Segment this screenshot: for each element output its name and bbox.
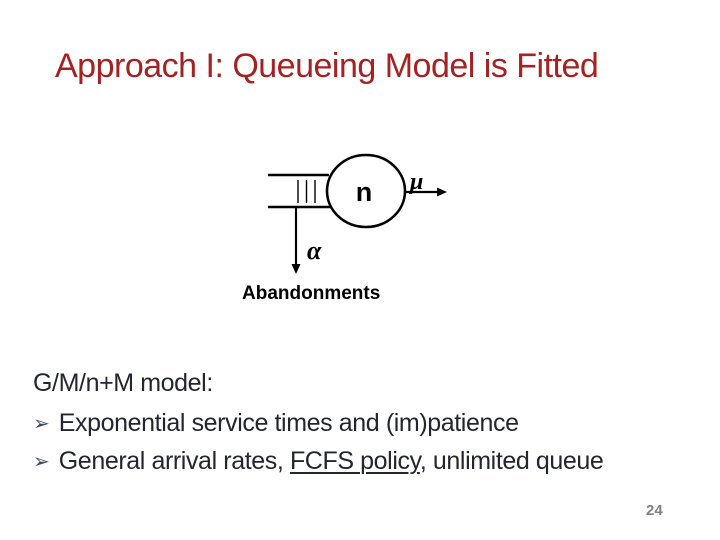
bullet-1-pre: Exponential service times and (im)patien… (58, 409, 519, 437)
model-heading: G/M/n+M model: (33, 369, 213, 397)
arrow-bullet-icon: ➢ (33, 451, 50, 473)
page-number: 24 (646, 502, 663, 519)
queueing-model-diagram: n μ α (268, 153, 447, 274)
service-rate-arrowhead-icon (437, 187, 447, 197)
bullet-item-2: ➢ General arrival rates, FCFS policy, un… (33, 447, 604, 476)
bullet-text-2: General arrival rates, FCFS policy, unli… (59, 447, 604, 476)
bullet-2-underlined: FCFS policy (289, 447, 420, 475)
mu-symbol: μ (408, 169, 423, 195)
bullet-2-post: , unlimited queue (419, 447, 604, 475)
bullet-2-pre: General arrival rates, (58, 447, 290, 475)
arrow-bullet-icon: ➢ (33, 413, 50, 435)
bullet-text-1: Exponential service times and (im)patien… (59, 409, 519, 438)
server-count-label: n (356, 177, 373, 207)
abandonments-label: Abandonments (242, 283, 381, 304)
alpha-symbol: α (307, 236, 322, 265)
slide-title: Approach I: Queueing Model is Fitted (55, 47, 599, 85)
abandonment-arrowhead-icon (291, 264, 301, 274)
bullet-item-1: ➢ Exponential service times and (im)pati… (33, 409, 519, 438)
